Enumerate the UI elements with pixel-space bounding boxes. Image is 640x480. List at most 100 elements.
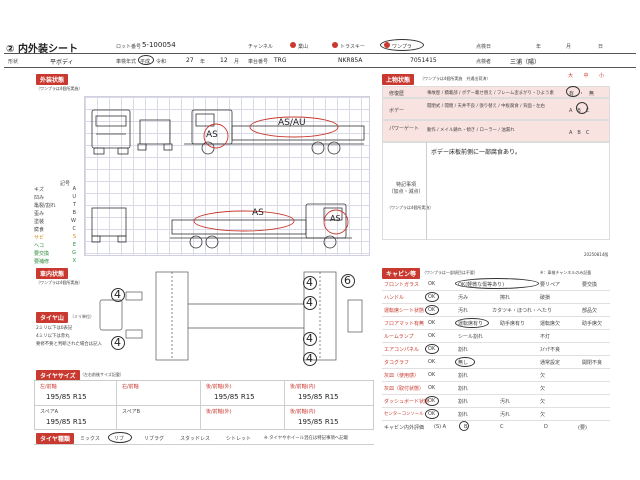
year-value: 27 [186,57,194,64]
tire-size-col-rule-2 [200,380,201,430]
tire-type-option-sitlet[interactable]: シトレット [226,436,252,442]
tire-size-header-3: 後/前軸(外) [206,384,232,390]
cabin-note: （ワンプラは一部項目は不要） [422,270,478,275]
cabin-row-rating-required[interactable]: (要) [578,425,587,431]
channel-dot-3 [384,42,390,48]
tire-type-option-rib[interactable]: リブ [114,436,125,442]
cabin-row-rating: キャビン内外評価 (S) A B C D (要) [382,421,610,434]
cabin-row-ashtray-mount-label: 灰皿（取付状態） [384,386,425,392]
era-option-2[interactable]: 令和 [156,59,167,65]
cabin-row-tacho-fault[interactable]: 開閉不良 [582,360,603,366]
cabin-row-dashboard-missing[interactable]: 欠 [540,399,546,405]
serial-value: 7051415 [410,57,437,64]
tire-depth-title: タイヤ山 [36,312,68,323]
tire-value-rear-right-outer-circle [303,352,317,366]
era-option-1[interactable]: 平成 [140,59,151,65]
cabin-row-handle-broken[interactable]: 破損 [540,295,551,301]
year-unit: 年 [200,59,206,65]
chassis-cab-outline [99,299,123,331]
channel-option-2[interactable]: トラスキー [340,44,365,50]
cabin-row-tacho-normal[interactable]: 通常設定 [540,360,561,366]
chassis-label: 車台番号 [248,59,269,65]
cabin-row-rating-sa[interactable]: (S) A [434,424,447,430]
cabin-row-console-crack[interactable]: 割れ [458,412,469,418]
cabin-row-rating-d[interactable]: D [544,424,548,430]
damage-mark-ellipse-4 [323,209,349,235]
cabin-row-rating-label: キャビン内外評価 [384,425,425,431]
tire-type-option-mix[interactable]: ミックス [80,436,100,442]
exterior-mark-2: AS [206,130,218,140]
tire-size-value-3[interactable]: 195/85 R15 [214,393,255,401]
cabin-row-roomlamp-unlit[interactable]: 不灯 [540,334,551,340]
cabin-row-handle-dirty[interactable]: 汚み [458,295,469,301]
cabin-row-seat-fray[interactable]: カタツキ・ほつれ・へたり [492,308,553,314]
cabin-row-ashtray-use-crack[interactable]: 割れ [458,373,469,379]
cabin-row-handle: ハンドル OK 汚み 擦れ 破損 [382,291,610,304]
cabin-row-floormat-passenger[interactable]: 助手席有り [500,321,526,327]
cabin-row-roomlamp-label: ルームランプ [384,334,414,340]
upper-row-accident-choices[interactable]: 有 ・ 無 [569,91,595,97]
tire-size-header-2: 右/前軸 [122,384,139,390]
upper-row-powergate-choices[interactable]: A B C [569,130,590,136]
cabin-row-windshield-repair[interactable]: 要リペア [540,282,561,288]
cabin-rating-selected [459,421,469,431]
cabin-row-handle-worn[interactable]: 擦れ [500,295,511,301]
cabin-row-seat-missing[interactable]: 部品欠 [582,308,598,314]
cabin-row-floormat-driver-missing[interactable]: 運転席欠 [540,321,561,327]
upper-remarks-box: 特記事項 （加点・減点） ボデー床板前側に一部腐食あり。 （ワンプラは4個所実施… [382,142,610,240]
tire-type-option-riblug[interactable]: リブラグ [144,436,165,442]
tire-size-note: （左右前後サイズ記載） [80,372,124,377]
upper-remark-text[interactable]: ボデー床板前側に一部腐食あり。 [431,149,521,156]
tire-size-header2-1: スペアA [40,409,59,415]
sheet-title: ② 内外装シート [6,44,78,55]
cabin-row-ashtray-mount-missing[interactable]: 欠 [540,386,546,392]
cabin-row-console-missing[interactable]: 欠 [540,412,546,418]
tire-size-value-1[interactable]: 195/85 R15 [46,393,87,401]
cabin-row-ashtray-mount-ok[interactable]: OK [428,385,436,391]
upper-row-powergate-label: パワーゲート [389,126,420,132]
cabin-row-floormat-passenger-missing[interactable]: 助手席欠 [582,321,603,327]
cabin-row-windshield-ok[interactable]: OK [428,281,436,287]
cabin-row-aircon-crack[interactable]: 割れ [458,347,469,353]
cabin-row-seat-dirty[interactable]: 汚れ [458,308,469,314]
header-rule [4,53,636,54]
cabin-row-ashtray-use-missing[interactable]: 欠 [540,373,546,379]
cabin-row-dashboard-crack[interactable]: 割れ [458,399,469,405]
date-day-unit: 日 [598,44,604,50]
cabin-row-dashboard-dirty[interactable]: 汚れ [500,399,511,405]
cabin-row-roomlamp-ok[interactable]: OK [428,333,436,339]
channel-option-3[interactable]: ワンプラ [392,44,412,50]
tire-size-value2-1[interactable]: 195/85 R15 [46,418,87,426]
cabin-row-console-dirty[interactable]: 汚れ [500,412,511,418]
date-label: 点検日 [476,44,492,50]
tire-size-value2-4[interactable]: 195/85 R15 [298,418,339,426]
cabin-row-aircon-switch[interactable]: ｽｲｯﾁ不良 [540,347,561,353]
cabin-seat-selected [425,305,439,315]
cabin-row-dashboard: ダッシュボード状態 OK 割れ 汚れ 欠 [382,395,610,408]
channel-option-1[interactable]: 業山 [298,44,309,50]
cabin-section-title: キャビン等 [382,268,421,279]
cabin-row-tacho-ok[interactable]: OK [428,359,436,365]
cabin-row-floormat-ok[interactable]: OK [428,320,436,326]
tire-type-option-studless[interactable]: スタッドレス [180,436,211,442]
cabin-row-roomlamp-crack[interactable]: シール割れ [458,334,484,340]
cabin-row-rating-c[interactable]: C [500,424,504,430]
upper-col-small: 小 [598,73,604,79]
cabin-row-ashtray-mount-crack[interactable]: 割れ [458,386,469,392]
tire-value-front-left-circle [111,288,125,302]
tire-value-rear-left-inner-circle [303,296,317,310]
tire-size-header2-3: 後/前軸(外) [206,409,232,415]
tire-size-header2-2: スペアB [122,409,141,415]
cabin-handle-selected [425,292,439,302]
tire-size-value-4[interactable]: 195/85 R15 [298,393,339,401]
cabin-row-dashboard-label: ダッシュボード状態 [384,399,430,405]
month-value: 12 [220,57,228,64]
cabin-row-windshield-replace[interactable]: 要交換 [582,282,598,288]
cabin-row-ashtray-use-ok[interactable]: OK [428,372,436,378]
cabin-row-aircon-label: エアコンパネル [384,347,420,353]
cabin-row-windshield-label: フロントガラス [384,282,419,288]
tire-size-mid-rule [34,405,374,406]
